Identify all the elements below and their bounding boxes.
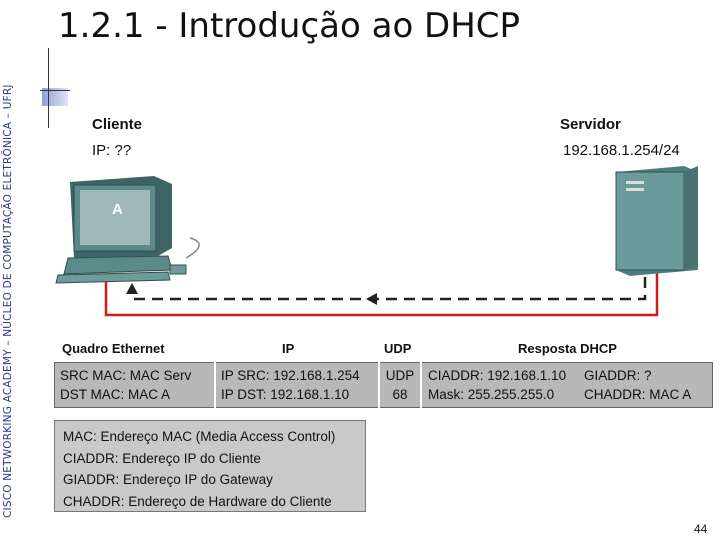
- udp-port: 68: [392, 387, 408, 402]
- client-label: Cliente: [92, 116, 143, 133]
- client-ip: IP: ??: [92, 142, 132, 159]
- ethernet-src: SRC MAC: MAC Serv: [60, 368, 192, 383]
- server-label: Servidor: [560, 116, 621, 133]
- dhcp-frame: [54, 362, 713, 408]
- server-icon: [615, 166, 698, 276]
- dhcp-cell-left: CIADDR: 192.168.1.10 Mask: 255.255.255.0: [420, 362, 578, 408]
- client-pc-icon: [55, 176, 200, 284]
- title-divider-horizontal: [40, 90, 70, 91]
- ip-cell: IP SRC: 192.168.1.254 IP DST: 192.168.1.…: [214, 362, 378, 408]
- udp-cell: UDP 68: [378, 362, 420, 408]
- legend-item: MAC: Endereço MAC (Media Access Control): [63, 429, 336, 444]
- legend-item: CHADDR: Endereço de Hardware do Cliente: [63, 493, 332, 509]
- page-number: 44: [694, 522, 708, 536]
- header-udp: UDP: [384, 341, 412, 356]
- header-ip: IP: [282, 341, 295, 356]
- udp-label: UDP: [385, 368, 415, 383]
- server-ip: 192.168.1.254/24: [563, 142, 680, 159]
- client-pc-letter: A: [112, 201, 123, 218]
- arrow-head-client: [126, 283, 138, 294]
- ethernet-dst: DST MAC: MAC A: [60, 387, 171, 402]
- arrow-head-middle: [366, 293, 377, 305]
- ethernet-cell: SRC MAC: MAC Serv DST MAC: MAC A: [54, 362, 214, 408]
- dhcp-ciaddr: CIADDR: 192.168.1.10: [428, 368, 567, 383]
- dhcp-mask: Mask: 255.255.255.0: [428, 387, 555, 402]
- slide-title: 1.2.1 - Introdução ao DHCP: [58, 6, 521, 46]
- legend-item: CIADDR: Endereço IP do Cliente: [63, 450, 261, 466]
- network-link: [104, 270, 659, 317]
- title-divider-vertical: [48, 48, 49, 128]
- dhcp-response-arrow: [130, 277, 647, 301]
- header-ethernet: Quadro Ethernet: [62, 341, 165, 356]
- dhcp-giaddr: GIADDR: ?: [584, 368, 652, 383]
- ip-dst: IP DST: 192.168.1.10: [221, 387, 350, 402]
- acronym-legend: MAC: Endereço MAC (Media Access Control)…: [54, 420, 366, 512]
- ip-src: IP SRC: 192.168.1.254: [221, 368, 360, 383]
- dhcp-chaddr: CHADDR: MAC A: [584, 387, 692, 402]
- header-dhcp: Resposta DHCP: [518, 341, 617, 356]
- legend-item: GIADDR: Endereço IP do Gateway: [63, 472, 273, 487]
- dhcp-cell-right: GIADDR: ? CHADDR: MAC A: [578, 362, 712, 408]
